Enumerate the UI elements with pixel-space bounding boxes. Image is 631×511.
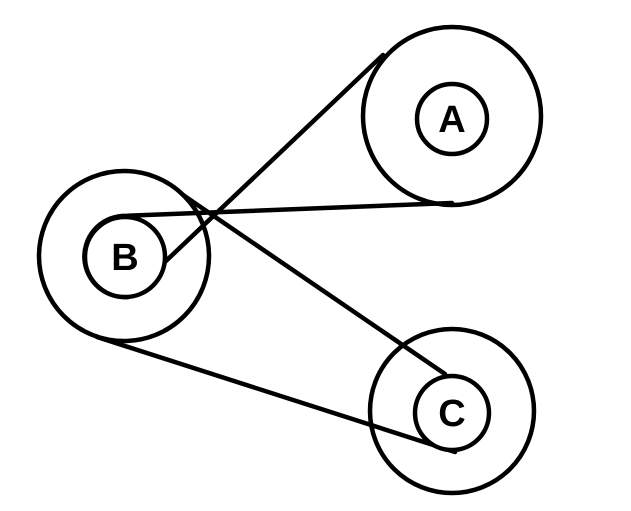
pulley-c-label: C bbox=[438, 393, 465, 435]
pulley-a-label: A bbox=[438, 99, 465, 141]
pulley-c-outer-wheel bbox=[367, 326, 537, 496]
pulley-b-hub-circle bbox=[82, 214, 168, 300]
belt-b-c-strand-upper bbox=[180, 192, 448, 377]
pulley-c-hub-circle bbox=[412, 373, 492, 453]
pulley-b-outer-wheel bbox=[36, 168, 212, 344]
belt-a-b-strand-upper bbox=[119, 200, 455, 219]
pulley-a-hub-circle bbox=[414, 81, 490, 157]
pulley-c bbox=[367, 326, 537, 496]
belt-b-c-strand-lower bbox=[94, 334, 458, 455]
pulley-c-hub: C bbox=[412, 373, 492, 453]
pulley-a-hub: A bbox=[414, 81, 490, 157]
belt-b-c-open bbox=[94, 192, 458, 455]
belt-a-b-strand-crossing bbox=[125, 52, 386, 300]
pulley-b bbox=[36, 168, 212, 344]
pulley-b-hub: B bbox=[82, 214, 168, 300]
pulley-b-label: B bbox=[111, 237, 138, 279]
